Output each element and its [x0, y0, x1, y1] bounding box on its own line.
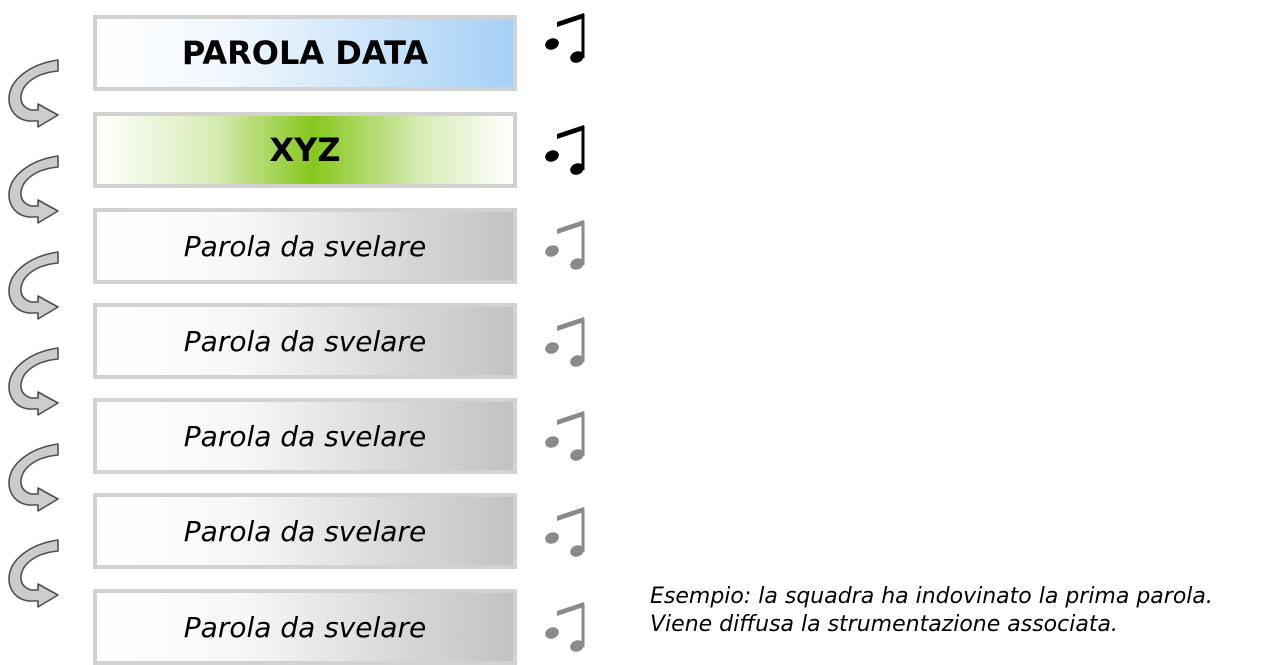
word-box-hidden: Parola da svelare	[93, 493, 517, 569]
music-note-icon	[540, 502, 600, 566]
word-box-given: PAROLA DATA	[93, 15, 517, 91]
word-box-hidden: Parola da svelare	[93, 303, 517, 379]
word-label: PAROLA DATA	[181, 34, 429, 72]
music-note-icon	[540, 8, 600, 72]
word-label: Parola da svelare	[183, 610, 427, 644]
curved-arrow-icon	[6, 538, 66, 610]
word-box-found: XYZ	[93, 112, 517, 188]
word-label: Parola da svelare	[183, 514, 427, 548]
curved-arrow-icon	[6, 154, 66, 226]
music-note-icon	[540, 120, 600, 184]
word-box-hidden: Parola da svelare	[93, 208, 517, 284]
music-note-icon	[540, 597, 600, 661]
word-label: XYZ	[269, 131, 341, 169]
curved-arrow-icon	[6, 58, 66, 130]
word-label: Parola da svelare	[183, 324, 427, 358]
curved-arrow-icon	[6, 250, 66, 322]
caption-line-2: Viene diffusa la strumentazione associat…	[650, 612, 1118, 637]
word-label: Parola da svelare	[183, 419, 427, 453]
word-box-hidden: Parola da svelare	[93, 589, 517, 665]
word-label: Parola da svelare	[183, 229, 427, 263]
example-caption: Esempio: la squadra ha indovinato la pri…	[650, 583, 1213, 639]
caption-line-1: Esempio: la squadra ha indovinato la pri…	[650, 584, 1213, 609]
music-note-icon	[540, 215, 600, 279]
curved-arrow-icon	[6, 442, 66, 514]
music-note-icon	[540, 406, 600, 470]
music-note-icon	[540, 312, 600, 376]
word-box-hidden: Parola da svelare	[93, 398, 517, 474]
curved-arrow-icon	[6, 346, 66, 418]
